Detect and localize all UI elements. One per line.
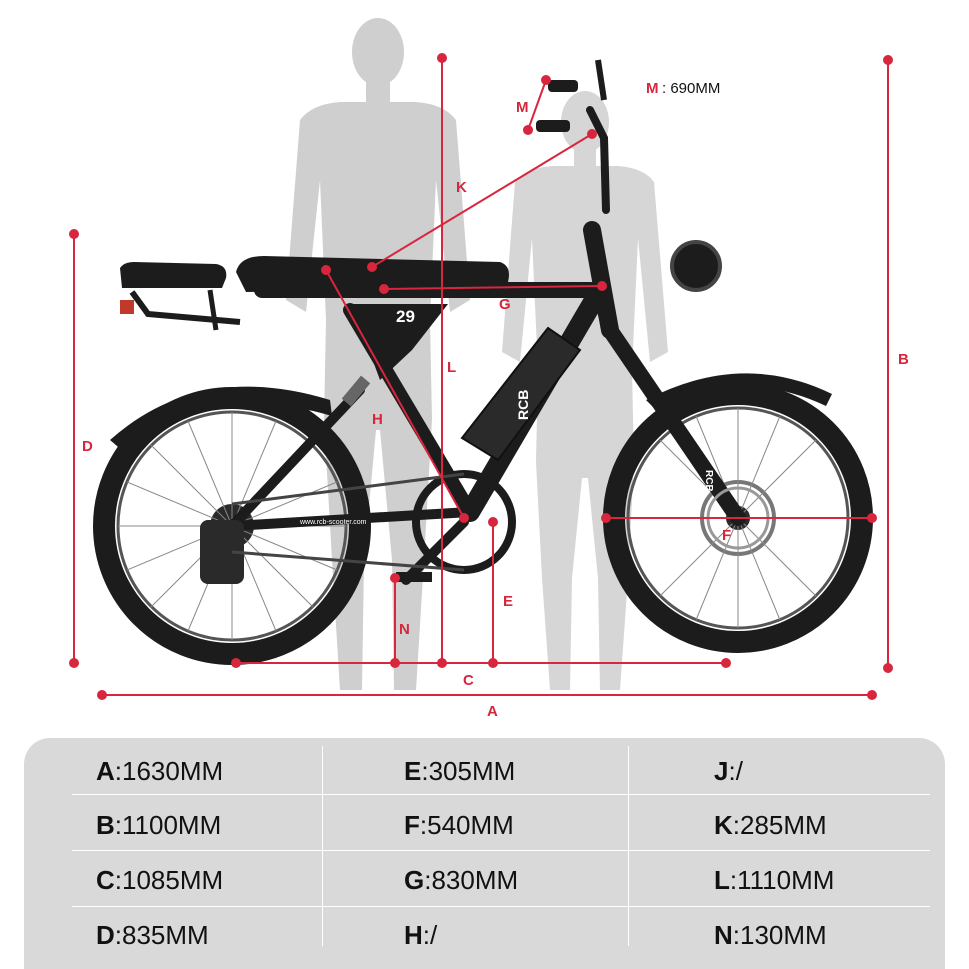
row-divider	[72, 794, 930, 795]
spec-c: C:1085MM	[96, 853, 382, 907]
frame-number: 29	[396, 307, 415, 326]
spec-j: J:/	[714, 744, 969, 798]
spec-key: K	[714, 809, 733, 840]
spec-key: A	[96, 755, 115, 786]
spec-d: D:835MM	[96, 908, 382, 962]
spec-key: G	[404, 864, 425, 895]
spec-a: A:1630MM	[96, 744, 382, 798]
row-divider	[72, 850, 930, 851]
label-e: E	[503, 593, 513, 610]
m-callout-value: : 690MM	[662, 80, 720, 97]
chain	[231, 472, 465, 572]
rear-shock	[341, 375, 371, 407]
spec-value: :/	[422, 919, 438, 950]
label-b: B	[898, 351, 909, 368]
label-g: G	[499, 296, 511, 313]
spec-value: :/	[728, 755, 743, 786]
spec-value: :130MM	[732, 919, 827, 950]
spec-value: :1100MM	[114, 809, 222, 840]
spec-l: L:1110MM	[714, 853, 969, 907]
front-fender	[646, 373, 832, 410]
spec-f: F:540MM	[404, 798, 690, 852]
mirror	[595, 59, 607, 101]
row-divider	[72, 906, 930, 907]
spec-table: A:1630MM B:1100MM C:1085MM D:835MM E:305…	[24, 738, 945, 969]
spec-b: B:1100MM	[96, 798, 382, 852]
label-d: D	[82, 438, 93, 455]
label-m: M	[516, 99, 529, 116]
spec-key: C	[96, 864, 115, 895]
spec-value: :305MM	[421, 755, 516, 786]
spec-value: :1630MM	[114, 755, 224, 786]
label-n: N	[399, 621, 410, 638]
spec-n: N:130MM	[714, 908, 969, 962]
spec-value: :1110MM	[729, 864, 835, 895]
spec-value: :830MM	[424, 864, 519, 895]
label-c: C	[463, 672, 474, 689]
spec-key: L	[714, 864, 730, 895]
spec-value: :1085MM	[114, 864, 224, 895]
seat	[236, 256, 509, 292]
rear-fender	[110, 386, 332, 452]
spec-value: :540MM	[419, 809, 514, 840]
dimension-labels: A B C D E F G H K L M N	[82, 99, 909, 720]
spec-value: :285MM	[732, 809, 827, 840]
rear-rack	[120, 262, 241, 331]
spec-h: H:/	[404, 908, 690, 962]
spec-key: F	[404, 809, 420, 840]
headlight	[670, 240, 722, 292]
spec-key: J	[714, 755, 729, 786]
spec-key: E	[404, 755, 422, 786]
label-k: K	[456, 179, 467, 196]
fork-brand: RCB	[703, 470, 714, 492]
crank-arm	[401, 517, 469, 585]
spec-k: K:285MM	[714, 798, 969, 852]
rear-derailleur	[200, 520, 244, 584]
spec-key: N	[714, 919, 733, 950]
column-divider	[628, 746, 629, 946]
handlebar-grip-lower	[536, 120, 570, 132]
spec-value: :835MM	[114, 919, 209, 950]
dimension-lines	[69, 53, 893, 700]
spec-g: G:830MM	[404, 853, 690, 907]
bike-dimension-diagram: 29 RCB www.rcb-scooter.co	[69, 18, 909, 720]
spec-e: E:305MM	[404, 744, 690, 798]
m-callout-letter: M	[646, 80, 659, 97]
spec-key: H	[404, 919, 423, 950]
spec-key: B	[96, 809, 115, 840]
battery: RCB	[460, 326, 582, 462]
label-f: F	[722, 527, 731, 544]
column-divider	[322, 746, 323, 946]
m-callout: M : 690MM	[646, 80, 720, 97]
label-a: A	[487, 703, 498, 720]
ebike: 29 RCB www.rcb-scooter.co	[93, 59, 873, 665]
label-h: H	[372, 411, 383, 428]
handlebar-grip	[548, 80, 578, 92]
chainstay-text: www.rcb-scooter.com	[299, 519, 367, 526]
pedal	[396, 572, 432, 582]
spec-key: D	[96, 919, 115, 950]
battery-brand: RCB	[515, 390, 531, 420]
label-l: L	[447, 359, 456, 376]
